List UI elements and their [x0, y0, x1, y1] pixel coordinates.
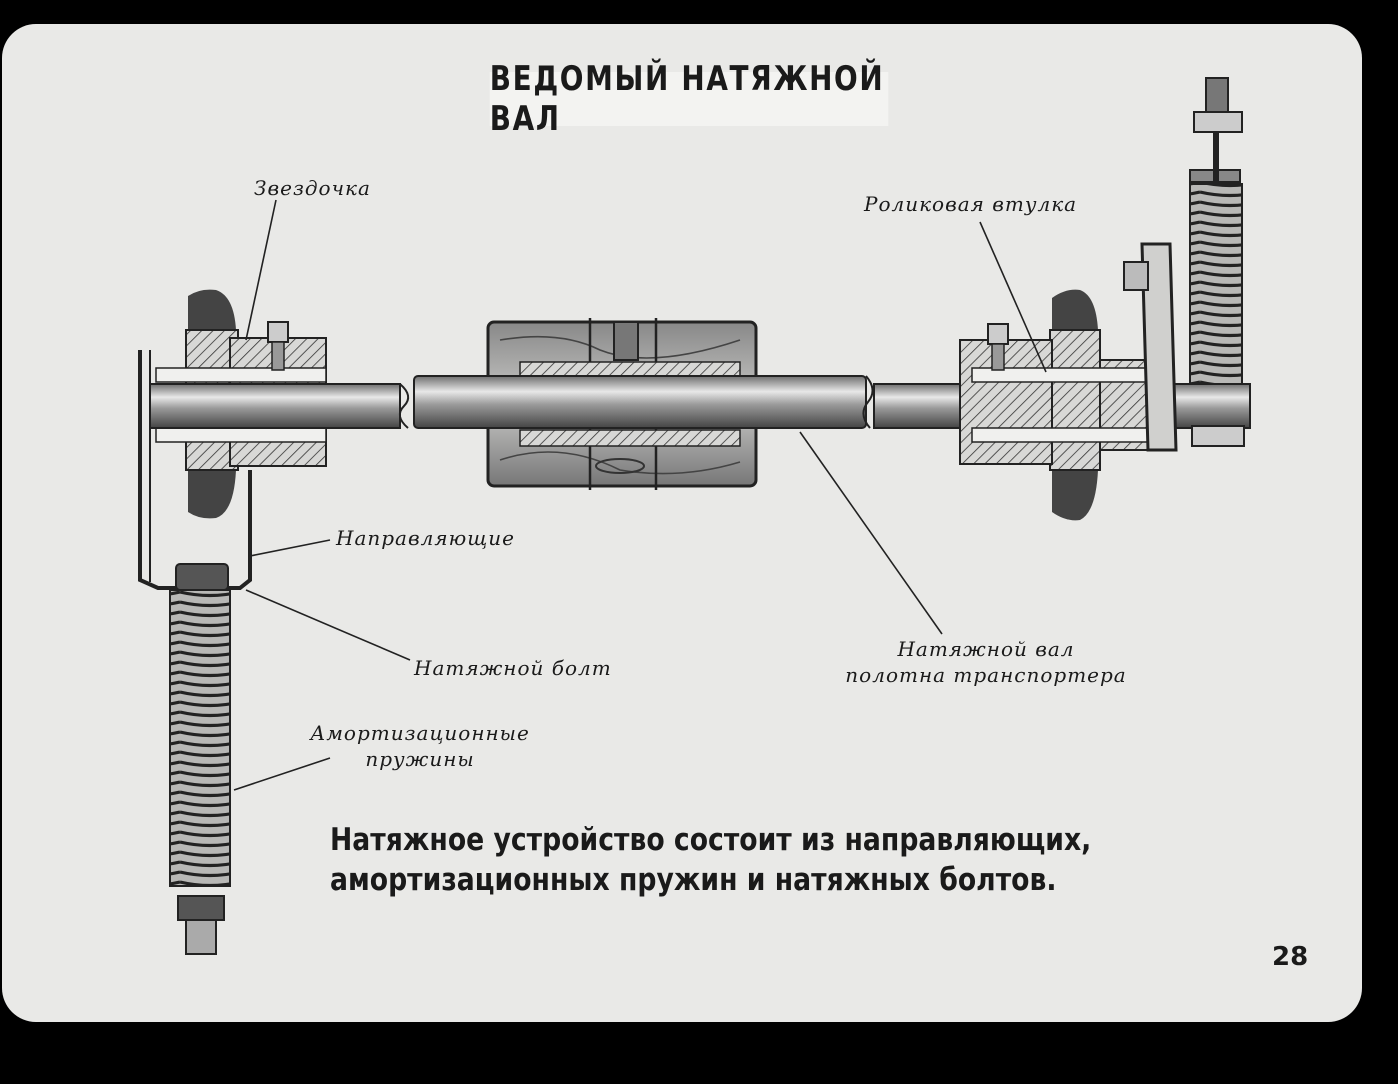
label-springs-line2: пружины — [365, 747, 475, 771]
right-tension-spring-icon — [1189, 77, 1245, 447]
label-roller-bushing: Роликовая втулка — [864, 192, 1078, 216]
caption-line1: Натяжное устройство состоит из направляю… — [330, 822, 1092, 858]
label-tension-bolt: Натяжной болт — [414, 656, 612, 680]
label-tension-shaft: Натяжной вал полотна транспортера — [836, 636, 1136, 688]
label-springs-line1: Амортизационные — [310, 721, 530, 745]
caption: Натяжное устройство состоит из направляю… — [330, 820, 1104, 900]
label-springs: Амортизационные пружины — [300, 720, 540, 772]
center-shaft — [413, 375, 867, 429]
caption-line2: амортизационных пружин и натяжных болтов… — [330, 862, 1057, 898]
leader-lines — [233, 199, 1047, 791]
right-bracket — [1123, 242, 1178, 452]
page-title: ВЕДОМЫЙ НАТЯЖНОЙ ВАЛ — [489, 59, 889, 139]
left-shaft-segment — [149, 383, 401, 429]
label-guides: Направляющие — [336, 526, 515, 550]
label-tension-shaft-line1: Натяжной вал — [897, 637, 1075, 661]
slide-background — [2, 24, 1362, 1022]
page-number: 28 — [1272, 942, 1309, 972]
left-tension-spring-icon — [169, 563, 231, 955]
label-sprocket: Звездочка — [254, 176, 371, 200]
label-tension-shaft-line2: полотна транспортера — [845, 663, 1127, 687]
right-sprocket-icon — [1049, 289, 1101, 521]
